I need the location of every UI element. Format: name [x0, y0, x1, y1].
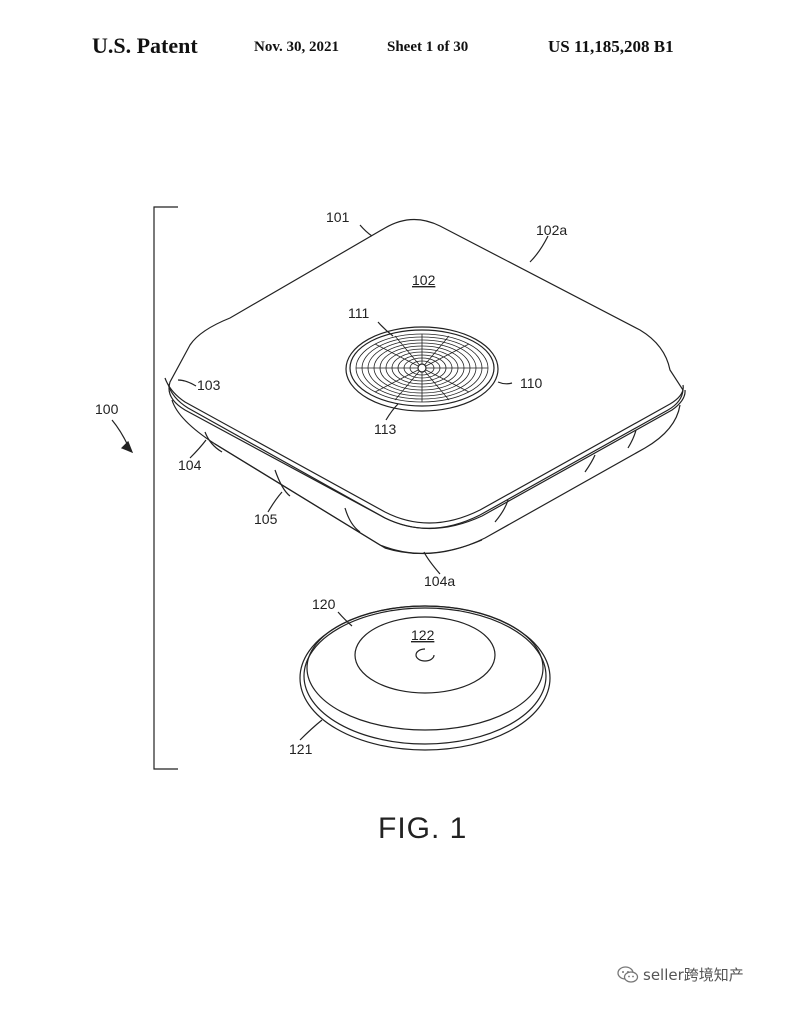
label-104a: 104a [424, 573, 455, 589]
assembly-bracket [153, 206, 178, 770]
coil-outer [345, 326, 499, 412]
device-facet-4 [494, 499, 509, 523]
label-102a: 102a [536, 222, 567, 238]
puck-rim-line [303, 607, 547, 745]
leader-104 [189, 439, 207, 459]
label-110: 110 [520, 375, 543, 391]
puck-center-pad [354, 616, 496, 694]
label-100: 100 [95, 401, 119, 417]
leader-113 [385, 403, 399, 421]
coil-grille [355, 333, 489, 403]
device-facet-5 [584, 454, 596, 473]
device-facet-3 [344, 507, 361, 533]
leader-120 [337, 611, 353, 627]
device-facet-2 [274, 469, 291, 497]
device-facet-6 [627, 429, 637, 449]
coil-ring [349, 329, 495, 407]
device-rim [164, 377, 684, 524]
label-120: 120 [312, 596, 336, 612]
leader-110 [497, 381, 513, 385]
coil-center [417, 363, 427, 373]
leader-121 [299, 719, 323, 741]
watermark: seller跨境知产 [617, 964, 744, 985]
label-111: 111 [348, 305, 369, 321]
watermark-text: seller跨境知产 [643, 966, 744, 984]
label-113: 113 [374, 421, 397, 437]
puck-top [306, 605, 544, 731]
puck-power-symbol [415, 648, 435, 662]
device-top-surface [168, 218, 684, 529]
arrow-100-head [120, 440, 134, 454]
wechat-icon [617, 965, 639, 983]
header-date: Nov. 30, 2021 [254, 39, 340, 55]
label-105: 105 [254, 511, 278, 527]
leader-104a [423, 551, 441, 575]
label-101: 101 [326, 209, 350, 225]
label-121: 121 [289, 741, 313, 757]
device-lower-shell [171, 399, 681, 555]
label-104: 104 [178, 457, 202, 473]
leader-111 [377, 321, 394, 337]
header-sheet: Sheet 1 of 30 [387, 39, 469, 55]
label-122: 122 [411, 627, 435, 643]
figure-caption: FIG. 1 [378, 812, 467, 845]
leader-105 [267, 491, 283, 513]
label-103: 103 [197, 377, 221, 393]
leader-102a [529, 235, 549, 263]
device-rim-inner [167, 383, 686, 530]
leader-103 [177, 379, 197, 387]
device-lower-edge [214, 443, 483, 555]
device-facet-1 [204, 431, 223, 453]
leader-101 [359, 224, 373, 237]
label-102: 102 [412, 272, 436, 288]
header-patent-number: US 11,185,208 B1 [548, 37, 674, 56]
header-patent-label: U.S. Patent [92, 33, 198, 58]
